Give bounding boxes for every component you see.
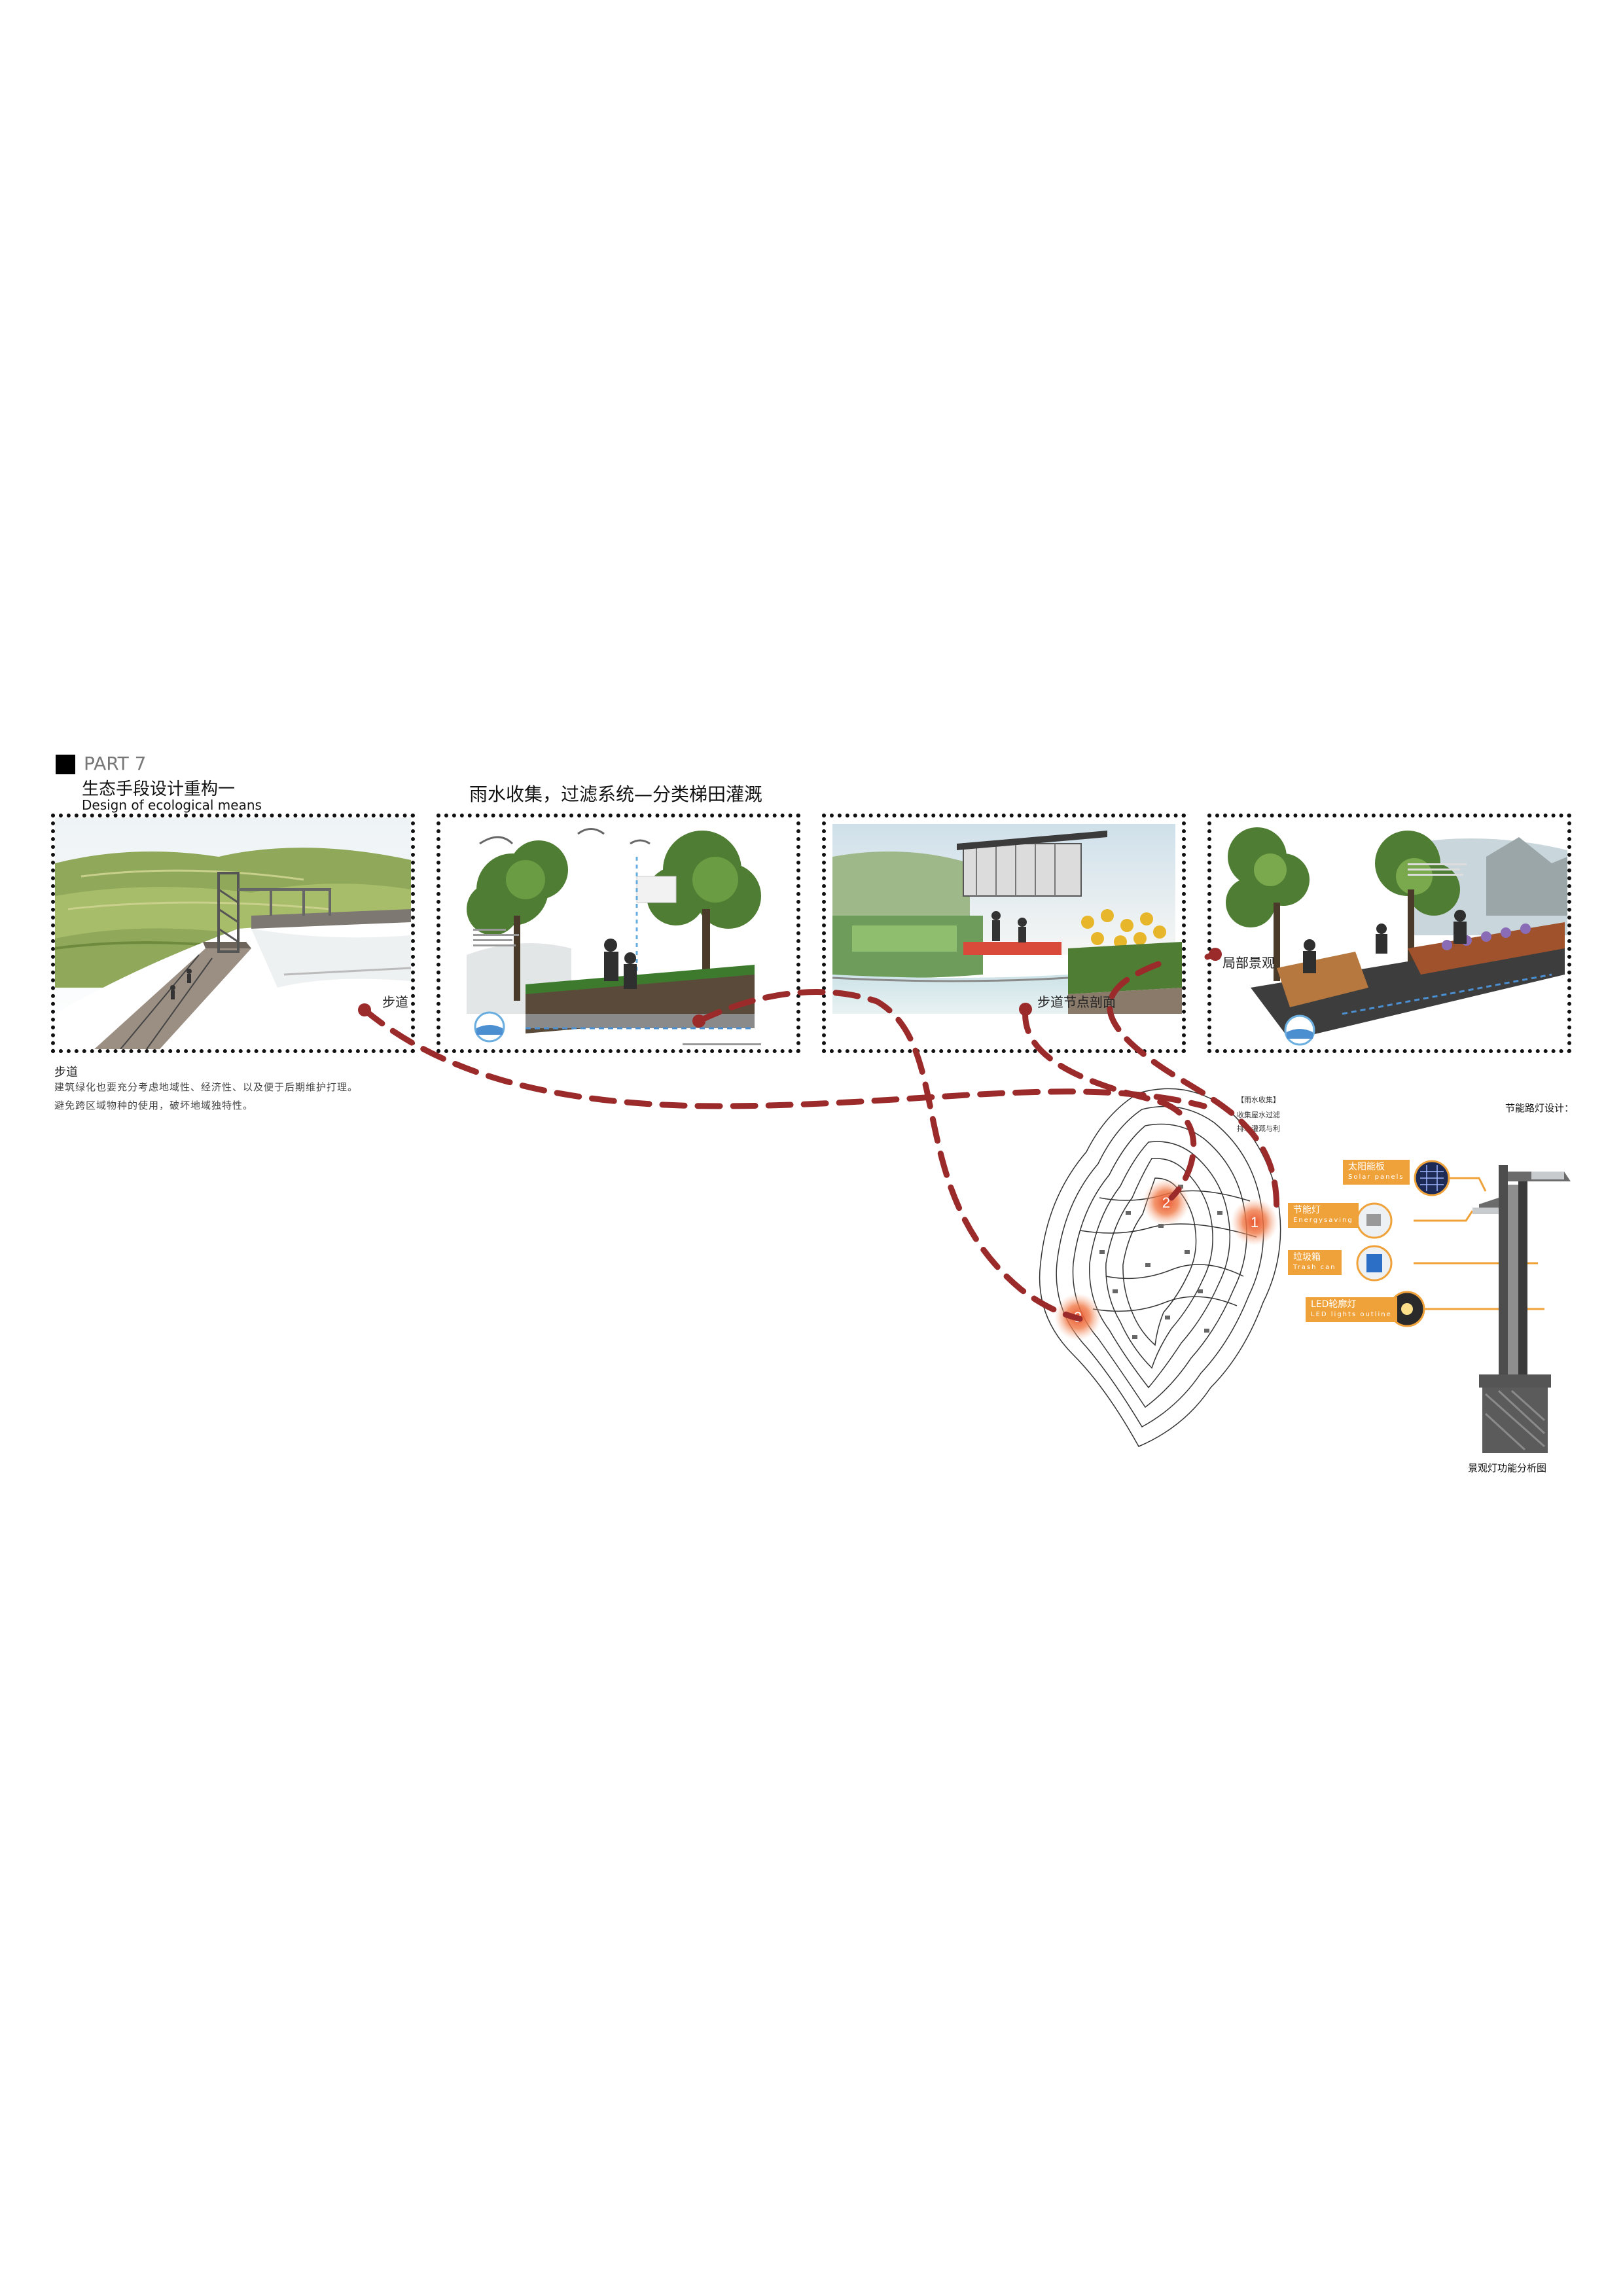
rainwater-illustration bbox=[440, 817, 796, 1049]
trash-can-icon bbox=[1356, 1245, 1393, 1282]
solar-panel-icon bbox=[1414, 1160, 1450, 1196]
panel-local-landscape bbox=[1207, 814, 1571, 1053]
node-section-illustration bbox=[826, 817, 1182, 1049]
local-landscape-label: 局部景观 bbox=[1222, 955, 1275, 971]
walkway-section-label: 步道节点剖面 bbox=[1037, 994, 1116, 1010]
tag-solar-panel: 太阳能板 Solar panels bbox=[1343, 1160, 1410, 1185]
panel-rainwater bbox=[437, 814, 800, 1053]
marker-3[interactable]: 3 bbox=[1054, 1293, 1101, 1340]
part-square-icon bbox=[56, 755, 75, 774]
tag-trash-can-en: Trash can bbox=[1293, 1264, 1336, 1271]
led-light-icon bbox=[1389, 1291, 1425, 1327]
map-note-line-2: 收集屋水过滤 bbox=[1237, 1111, 1280, 1119]
local-landscape-illustration bbox=[1211, 817, 1567, 1049]
page-title: 生态手段设计重构一 bbox=[82, 780, 236, 799]
lamp-post bbox=[1472, 1165, 1571, 1453]
tag-led-light-cn: LED轮廓灯 bbox=[1311, 1299, 1357, 1310]
tag-solar-panel-cn: 太阳能板 bbox=[1348, 1162, 1385, 1172]
tag-solar-panel-en: Solar panels bbox=[1348, 1174, 1404, 1181]
energy-saving-lamp-icon bbox=[1356, 1202, 1393, 1239]
lamp-diagram bbox=[1356, 1160, 1571, 1453]
description-line-1: 建筑绿化也要充分考虑地域性、经济性、以及便于后期维护打理。 bbox=[54, 1081, 359, 1093]
map-note-line-1: 【雨水收集】 bbox=[1237, 1096, 1280, 1104]
part-label: PART 7 bbox=[84, 753, 147, 774]
map-note-line-3: 排水灌溉与利 bbox=[1237, 1124, 1280, 1133]
site-contour-map: 1 2 3 bbox=[1039, 1088, 1281, 1447]
tag-energy-saving-en: Energysaving bbox=[1293, 1217, 1353, 1224]
description-title: 步道 bbox=[54, 1066, 78, 1079]
marker-2-label: 2 bbox=[1162, 1194, 1170, 1211]
panel-node-section bbox=[822, 814, 1186, 1053]
tag-led-light: LED轮廓灯 LED lights outline bbox=[1306, 1297, 1397, 1322]
lamp-caption: 景观灯功能分析图 bbox=[1468, 1462, 1547, 1474]
walkway-label: 步道 bbox=[382, 994, 408, 1010]
page-subtitle: Design of ecological means bbox=[82, 797, 262, 813]
marker-1[interactable]: 1 bbox=[1231, 1198, 1278, 1246]
tag-led-light-en: LED lights outline bbox=[1311, 1311, 1392, 1318]
panel-walkway bbox=[51, 814, 415, 1053]
panel2-heading: 雨水收集，过滤系统—分类梯田灌溉 bbox=[469, 783, 763, 805]
tag-trash-can: 垃圾箱 Trash can bbox=[1288, 1250, 1342, 1275]
marker-2[interactable]: 2 bbox=[1143, 1179, 1190, 1226]
tag-energy-saving-cn: 节能灯 bbox=[1293, 1205, 1321, 1215]
tag-trash-can-cn: 垃圾箱 bbox=[1293, 1252, 1321, 1263]
lamp-heading: 节能路灯设计： bbox=[1505, 1102, 1575, 1114]
tag-energy-saving: 节能灯 Energysaving bbox=[1288, 1203, 1359, 1228]
description-line-2: 避免跨区域物种的使用，破坏地域独特性。 bbox=[54, 1100, 254, 1111]
marker-1-label: 1 bbox=[1251, 1214, 1258, 1230]
marker-3-label: 3 bbox=[1074, 1309, 1082, 1325]
walkway-illustration bbox=[55, 817, 411, 1049]
